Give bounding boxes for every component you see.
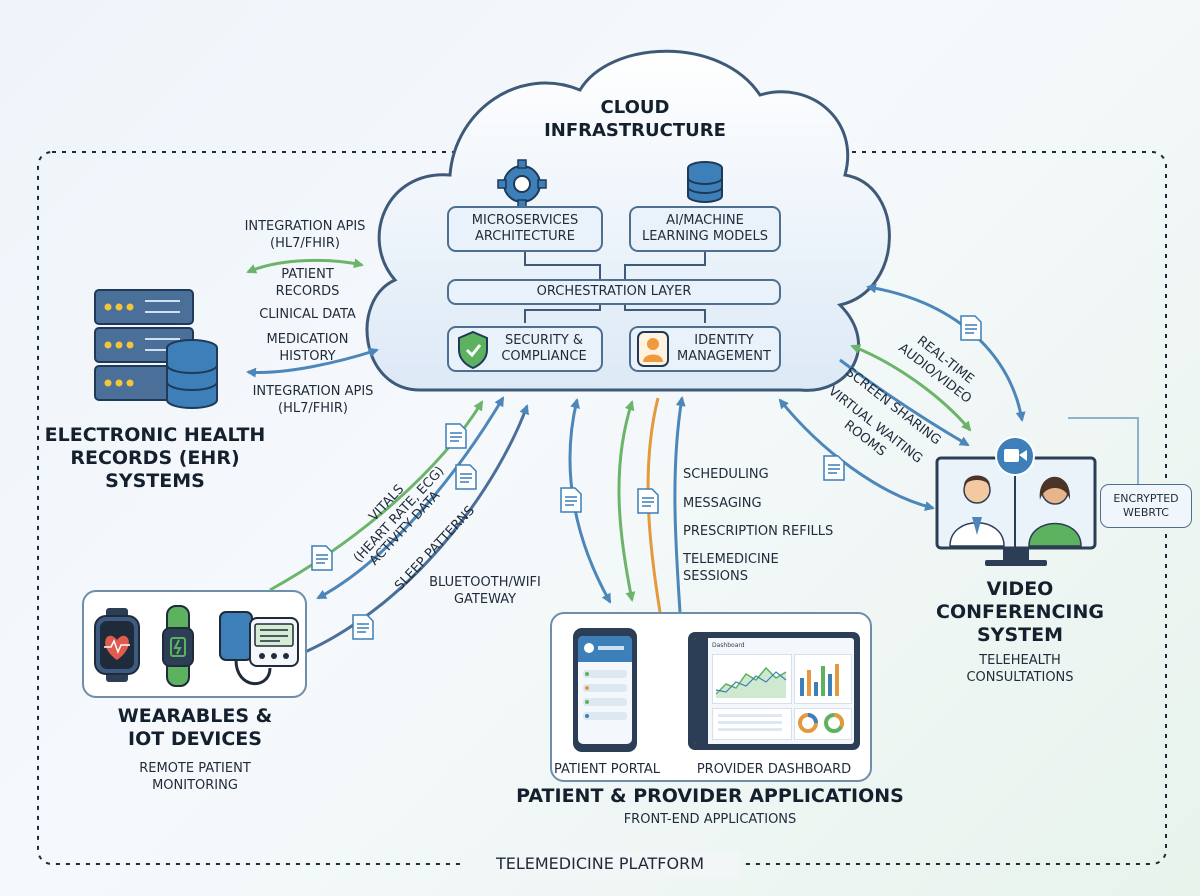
provider-dashboard-label: PROVIDER DASHBOARD [696, 762, 852, 777]
ehr-label-integration-bottom: INTEGRATION APIS (HL7/FHIR) [252, 384, 374, 416]
wearables-arrow-gateway [304, 404, 529, 654]
microservices-box: MICROSERVICES ARCHITECTURE [447, 206, 603, 252]
ehr-label-medication-history: MEDICATION HISTORY [266, 332, 349, 364]
video-arrow-4 [778, 398, 935, 511]
apps-arrow-green [617, 400, 636, 602]
provider-dashboard-tablet: Dashboard [688, 632, 860, 750]
ai-models-box: AI/MACHINE LEARNING MODELS [629, 206, 781, 252]
dashboard-bar-chart [800, 664, 839, 696]
ehr-arrow-top [246, 258, 364, 274]
dashboard-area-chart [715, 666, 787, 698]
apps-title: PATIENT & PROVIDER APPLICATIONS [516, 785, 904, 807]
patient-portal-phone [573, 628, 637, 752]
identity-box: IDENTITY MANAGEMENT [629, 326, 781, 372]
database-icon [687, 161, 723, 203]
wearables-card [82, 590, 307, 698]
wearables-title: WEARABLES & IOT DEVICES [117, 705, 273, 750]
cloud-title: CLOUD INFRASTRUCTURE [544, 97, 726, 141]
wearables-subtitle: REMOTE PATIENT MONITORING [139, 761, 251, 793]
apps-card: Dashboard [550, 612, 872, 782]
ehr-label-clinical-data: CLINICAL DATA [259, 307, 356, 322]
ehr-arrow-bottom [246, 347, 379, 378]
video-subtitle: TELEHEALTH CONSULTATIONS [966, 653, 1074, 685]
encrypted-webrtc-box: ENCRYPTED WEBRTC [1100, 484, 1192, 528]
video-monitor-icon [935, 436, 1097, 566]
platform-title: TELEMEDICINE PLATFORM [495, 854, 705, 873]
ehr-label-integration-top: INTEGRATION APIS (HL7/FHIR) [244, 219, 366, 251]
apps-label-scheduling: SCHEDULING [683, 467, 769, 482]
apps-label-telemedicine-sessions: TELEMEDICINE SESSIONS [683, 552, 779, 584]
apps-label-messaging: MESSAGING [683, 496, 762, 511]
wearables-label-gateway: BLUETOOTH/WIFI GATEWAY [429, 575, 541, 607]
document-icon [311, 315, 982, 640]
video-arrow-2 [850, 344, 972, 432]
dashboard-header: Dashboard [712, 642, 745, 649]
patient-portal-label: PATIENT PORTAL [554, 762, 660, 777]
security-box: SECURITY & COMPLIANCE [447, 326, 603, 372]
ehr-database-icon [166, 339, 218, 409]
dashboard-donut-charts [798, 712, 845, 733]
ehr-label-patient-records: PATIENT RECORDS [275, 267, 340, 299]
apps-arrow-blue-right [673, 396, 686, 613]
orchestration-box: ORCHESTRATION LAYER [447, 279, 781, 305]
ehr-title: ELECTRONIC HEALTH RECORDS (EHR) SYSTEMS [44, 424, 266, 492]
platform-label-bg [460, 852, 740, 878]
video-title: VIDEO CONFERENCING SYSTEM [936, 578, 1104, 646]
wearables-arrow-blue [316, 396, 505, 600]
apps-label-prescription-refills: PRESCRIPTION REFILLS [683, 524, 834, 539]
apps-subtitle: FRONT-END APPLICATIONS [623, 812, 797, 827]
